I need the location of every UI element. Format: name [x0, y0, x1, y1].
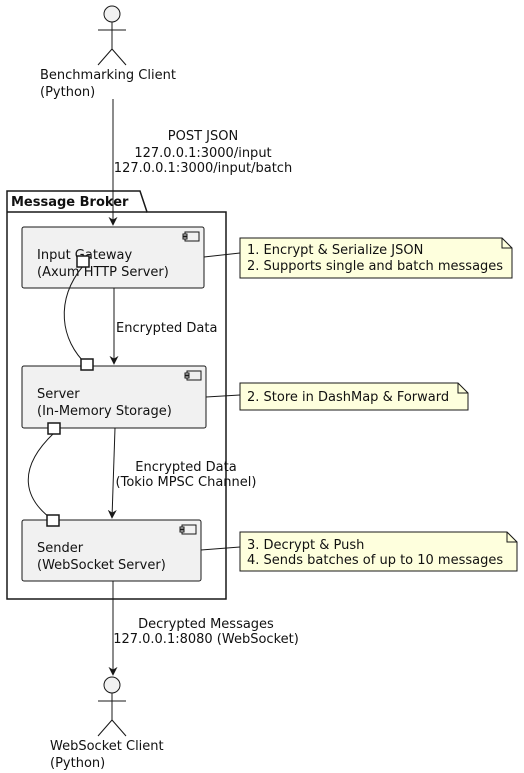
component-icon [182, 231, 200, 242]
edge-label: Decrypted Messages [138, 617, 274, 632]
edge-label: (Tokio MPSC Channel) [116, 475, 257, 490]
edge-label: Encrypted Data [116, 321, 217, 336]
actor-label-sub: (Python) [40, 85, 95, 100]
note-text: 3. Decrypt & Push [247, 538, 364, 553]
edge-server-to-sender: Encrypted Data (Tokio MPSC Channel) [107, 427, 257, 519]
port-connector-gateway-server [63, 255, 94, 371]
note-corner-icon [457, 383, 468, 394]
actor-label: Benchmarking Client [40, 68, 176, 83]
edge-gateway-to-server: Encrypted Data [109, 288, 217, 365]
note-gateway: 1. Encrypt & Serialize JSON 2. Supports … [203, 237, 513, 279]
edge-label: Encrypted Data [135, 460, 236, 475]
component-icon [184, 370, 202, 381]
note-corner-icon [506, 532, 517, 543]
package-title: Message Broker [11, 195, 129, 210]
port-square [76, 255, 90, 268]
component-server: Server (In-Memory Storage) [21, 365, 207, 429]
edge-label: 127.0.0.1:3000/input [134, 146, 271, 161]
edge-client-to-gateway: POST JSON 127.0.0.1:3000/input 127.0.0.1… [108, 99, 292, 226]
port-square [46, 514, 60, 527]
port-connector-server-sender [27, 422, 61, 527]
actor-figure-icon [97, 5, 127, 66]
note-server: 2. Store in DashMap & Forward [205, 382, 469, 411]
note-text: 4. Sends batches of up to 10 messages [247, 553, 503, 568]
component-label: Sender [37, 541, 84, 556]
package-message-broker: Message Broker [6, 190, 227, 600]
note-text: 2. Supports single and batch messages [247, 259, 503, 274]
actor-benchmarking-client: Benchmarking Client (Python) [40, 5, 176, 100]
actor-label-sub: (Python) [50, 756, 105, 771]
edge-sender-to-ws-client: Decrypted Messages 127.0.0.1:8080 (WebSo… [108, 581, 299, 676]
port-square [80, 358, 94, 371]
actor-label: WebSocket Client [50, 739, 164, 754]
component-label-sub: (Axum HTTP Server) [37, 265, 169, 280]
component-label-sub: (In-Memory Storage) [37, 404, 172, 419]
component-label: Server [37, 387, 80, 402]
component-label-sub: (WebSocket Server) [37, 558, 166, 573]
note-sender: 3. Decrypt & Push 4. Sends batches of up… [200, 531, 518, 572]
actor-figure-icon [97, 676, 127, 737]
edge-label: 127.0.0.1:8080 (WebSocket) [113, 632, 299, 647]
component-input-gateway: Input Gateway (Axum HTTP Server) [21, 226, 205, 289]
note-text: 1. Encrypt & Serialize JSON [247, 243, 423, 258]
edge-label: POST JSON [168, 129, 238, 144]
note-text: 2. Store in DashMap & Forward [247, 390, 449, 405]
component-icon [179, 524, 197, 535]
port-square [47, 422, 61, 435]
component-sender: Sender (WebSocket Server) [21, 519, 202, 582]
note-corner-icon [501, 238, 512, 249]
edge-label: 127.0.0.1:3000/input/batch [114, 161, 292, 176]
actor-websocket-client: WebSocket Client (Python) [50, 676, 164, 771]
